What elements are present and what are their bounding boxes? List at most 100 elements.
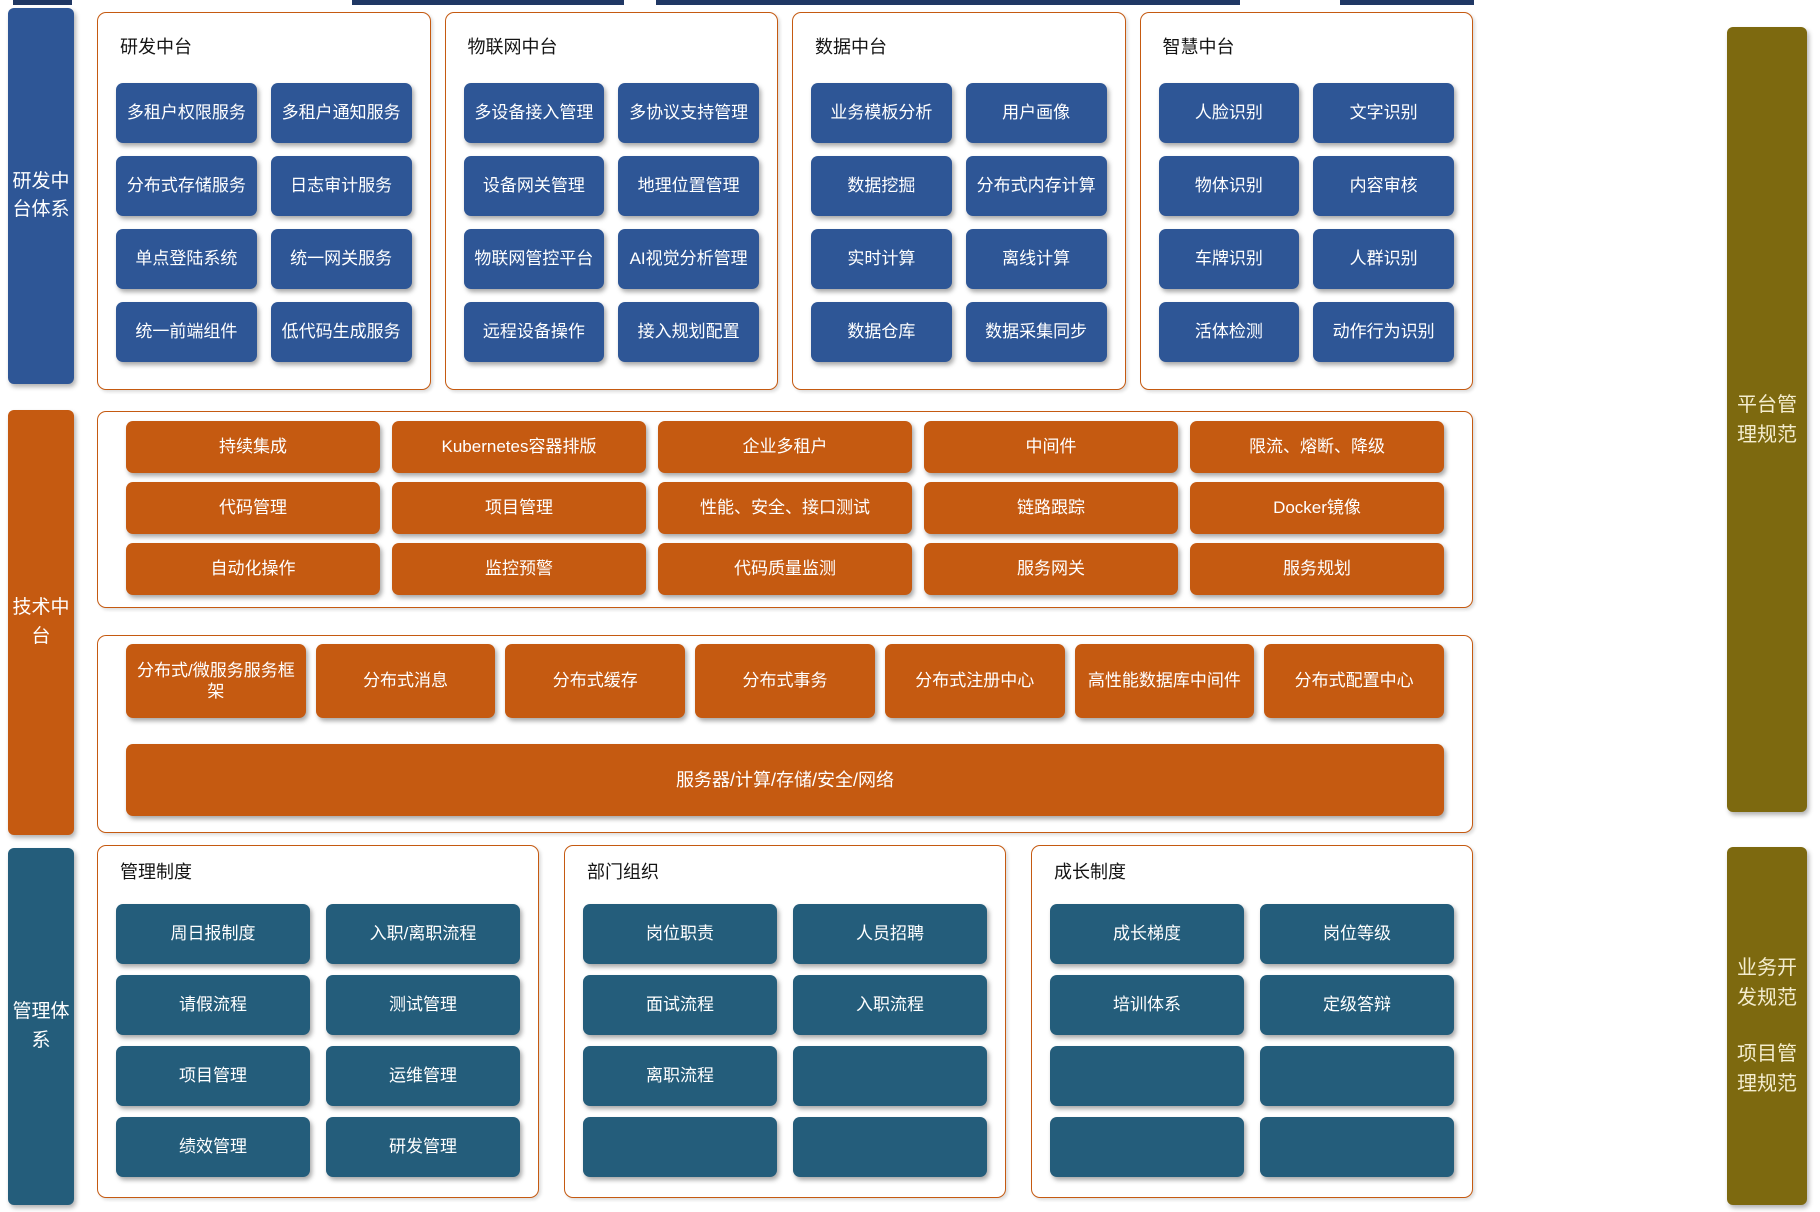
tech-box: 服务规划 xyxy=(1190,543,1444,595)
rule-box-empty xyxy=(1260,1046,1454,1106)
top-crop-strip xyxy=(1340,0,1474,5)
sidebar-label: 研发中台体系 xyxy=(12,170,70,221)
rule-box: 离职流程 xyxy=(583,1046,777,1106)
service-box: 日志审计服务 xyxy=(270,156,412,216)
service-box: 业务模板分析 xyxy=(811,83,952,143)
sidebar-tech-platform: 技术中台 xyxy=(8,410,74,835)
tech-box: 分布式缓存 xyxy=(505,644,686,718)
top-groups-row: 研发中台 多租户权限服务 多租户通知服务 分布式存储服务 日志审计服务 单点登陆… xyxy=(97,12,1473,390)
panel-iot-platform: 物联网中台 多设备接入管理 多协议支持管理 设备网关管理 地理位置管理 物联网管… xyxy=(444,12,778,390)
tech-box: 分布式/微服务服务框架 xyxy=(126,644,306,718)
tech-box: 监控预警 xyxy=(392,543,646,595)
tech-box: 代码质量监测 xyxy=(658,543,912,595)
service-box: 分布式内存计算 xyxy=(965,156,1107,216)
rule-box: 成长梯度 xyxy=(1050,904,1244,964)
tech-box: 中间件 xyxy=(924,421,1178,473)
rule-box: 周日报制度 xyxy=(116,904,310,964)
tech-box: 链路跟踪 xyxy=(924,482,1178,534)
service-box: 分布式存储服务 xyxy=(116,156,257,216)
tech-box: 服务网关 xyxy=(924,543,1178,595)
rule-box: 培训体系 xyxy=(1050,975,1244,1035)
tech-box: 分布式消息 xyxy=(315,644,496,718)
service-box: 人脸识别 xyxy=(1158,83,1300,143)
tech-box: Kubernetes容器排版 xyxy=(392,421,646,473)
service-box: 人群识别 xyxy=(1313,229,1454,289)
panel-title: 数据中台 xyxy=(815,37,887,57)
panel-ai-platform: 智慧中台 人脸识别 文字识别 物体识别 内容审核 车牌识别 人群识别 活体检测 … xyxy=(1139,12,1473,390)
tech-tools-grid: 持续集成 Kubernetes容器排版 企业多租户 中间件 限流、熔断、降级 代… xyxy=(98,412,1472,595)
panel-title: 研发中台 xyxy=(120,37,192,57)
service-box: 接入规划配置 xyxy=(618,302,759,362)
service-box: 数据采集同步 xyxy=(965,302,1107,362)
rule-box: 定级答辩 xyxy=(1260,975,1454,1035)
rule-box: 入职/离职流程 xyxy=(326,904,520,964)
tech-box: 分布式注册中心 xyxy=(884,644,1065,718)
tech-box: 分布式配置中心 xyxy=(1264,644,1444,718)
service-box: 远程设备操作 xyxy=(463,302,605,362)
service-box: 内容审核 xyxy=(1313,156,1454,216)
service-box: 单点登陆系统 xyxy=(116,229,257,289)
service-grid: 周日报制度 入职/离职流程 请假流程 测试管理 项目管理 运维管理 绩效管理 研… xyxy=(116,904,520,1177)
panel-management-rules: 管理制度 周日报制度 入职/离职流程 请假流程 测试管理 项目管理 运维管理 绩… xyxy=(97,845,539,1198)
tech-box: 高性能数据库中间件 xyxy=(1074,644,1255,718)
rule-box: 研发管理 xyxy=(326,1117,520,1177)
panel-growth-rules: 成长制度 成长梯度 岗位等级 培训体系 定级答辩 xyxy=(1031,845,1473,1198)
sidebar-business-dev-spec: 业务开发规范 项目管理规范 xyxy=(1727,847,1807,1205)
service-box: 数据仓库 xyxy=(811,302,952,362)
middleware-grid: 分布式/微服务服务框架 分布式消息 分布式缓存 分布式事务 分布式注册中心 高性… xyxy=(98,636,1472,718)
rule-box-empty xyxy=(1050,1117,1244,1177)
panel-title: 管理制度 xyxy=(120,862,192,882)
service-box: 统一网关服务 xyxy=(270,229,412,289)
rule-box-empty xyxy=(1260,1117,1454,1177)
service-grid: 多设备接入管理 多协议支持管理 设备网关管理 地理位置管理 物联网管控平台 AI… xyxy=(463,83,759,362)
infrastructure-bar: 服务器/计算/存储/安全/网络 xyxy=(126,744,1444,816)
service-box: 实时计算 xyxy=(811,229,952,289)
rule-box: 绩效管理 xyxy=(116,1117,310,1177)
sidebar-label: 业务开发规范 xyxy=(1737,957,1797,1009)
rule-box: 项目管理 xyxy=(116,1046,310,1106)
service-box: 活体检测 xyxy=(1158,302,1300,362)
rule-box-empty xyxy=(583,1117,777,1177)
service-box: 车牌识别 xyxy=(1158,229,1300,289)
panel-title: 成长制度 xyxy=(1054,862,1126,882)
panel-title: 物联网中台 xyxy=(467,37,558,57)
service-box: 物体识别 xyxy=(1158,156,1300,216)
service-box: 用户画像 xyxy=(965,83,1107,143)
panel-department-org: 部门组织 岗位职责 人员招聘 面试流程 入职流程 离职流程 xyxy=(564,845,1006,1198)
service-box: 多协议支持管理 xyxy=(618,83,759,143)
tech-box: 性能、安全、接口测试 xyxy=(658,482,912,534)
panel-tech-middleware: 分布式/微服务服务框架 分布式消息 分布式缓存 分布式事务 分布式注册中心 高性… xyxy=(97,635,1473,833)
service-grid: 人脸识别 文字识别 物体识别 内容审核 车牌识别 人群识别 活体检测 动作行为识… xyxy=(1158,83,1454,362)
rule-box-empty xyxy=(1050,1046,1244,1106)
sidebar-platform-management-spec: 平台管理规范 xyxy=(1727,27,1807,812)
bottom-groups-row: 管理制度 周日报制度 入职/离职流程 请假流程 测试管理 项目管理 运维管理 绩… xyxy=(97,845,1473,1198)
panel-title: 智慧中台 xyxy=(1162,37,1235,57)
service-grid: 成长梯度 岗位等级 培训体系 定级答辩 xyxy=(1050,904,1454,1177)
service-grid: 岗位职责 人员招聘 面试流程 入职流程 离职流程 xyxy=(583,904,987,1177)
rule-box: 岗位等级 xyxy=(1260,904,1454,964)
panel-data-platform: 数据中台 业务模板分析 用户画像 数据挖掘 分布式内存计算 实时计算 离线计算 … xyxy=(792,12,1126,390)
tech-box: 自动化操作 xyxy=(126,543,380,595)
tech-box: 限流、熔断、降级 xyxy=(1190,421,1444,473)
service-box: 物联网管控平台 xyxy=(463,229,605,289)
tech-box: 持续集成 xyxy=(126,421,380,473)
sidebar-label: 技术中台 xyxy=(12,597,70,647)
service-box: 统一前端组件 xyxy=(116,302,257,362)
rule-box: 岗位职责 xyxy=(583,904,777,964)
service-box: 动作行为识别 xyxy=(1313,302,1454,362)
panel-dev-platform: 研发中台 多租户权限服务 多租户通知服务 分布式存储服务 日志审计服务 单点登陆… xyxy=(97,12,431,390)
rule-box: 面试流程 xyxy=(583,975,777,1035)
top-crop-strip xyxy=(352,0,624,5)
tech-box: 企业多租户 xyxy=(658,421,912,473)
sidebar-management-system: 管理体系 xyxy=(8,848,74,1205)
top-crop-strip xyxy=(13,0,72,5)
sidebar-label: 平台管理规范 xyxy=(1737,393,1797,446)
tech-box: Docker镜像 xyxy=(1190,482,1444,534)
service-box: 数据挖掘 xyxy=(811,156,952,216)
tech-box: 分布式事务 xyxy=(695,644,875,718)
rule-box: 入职流程 xyxy=(793,975,987,1035)
rule-box-empty xyxy=(793,1046,987,1106)
rule-box: 测试管理 xyxy=(326,975,520,1035)
sidebar-label: 管理体系 xyxy=(12,1001,70,1051)
